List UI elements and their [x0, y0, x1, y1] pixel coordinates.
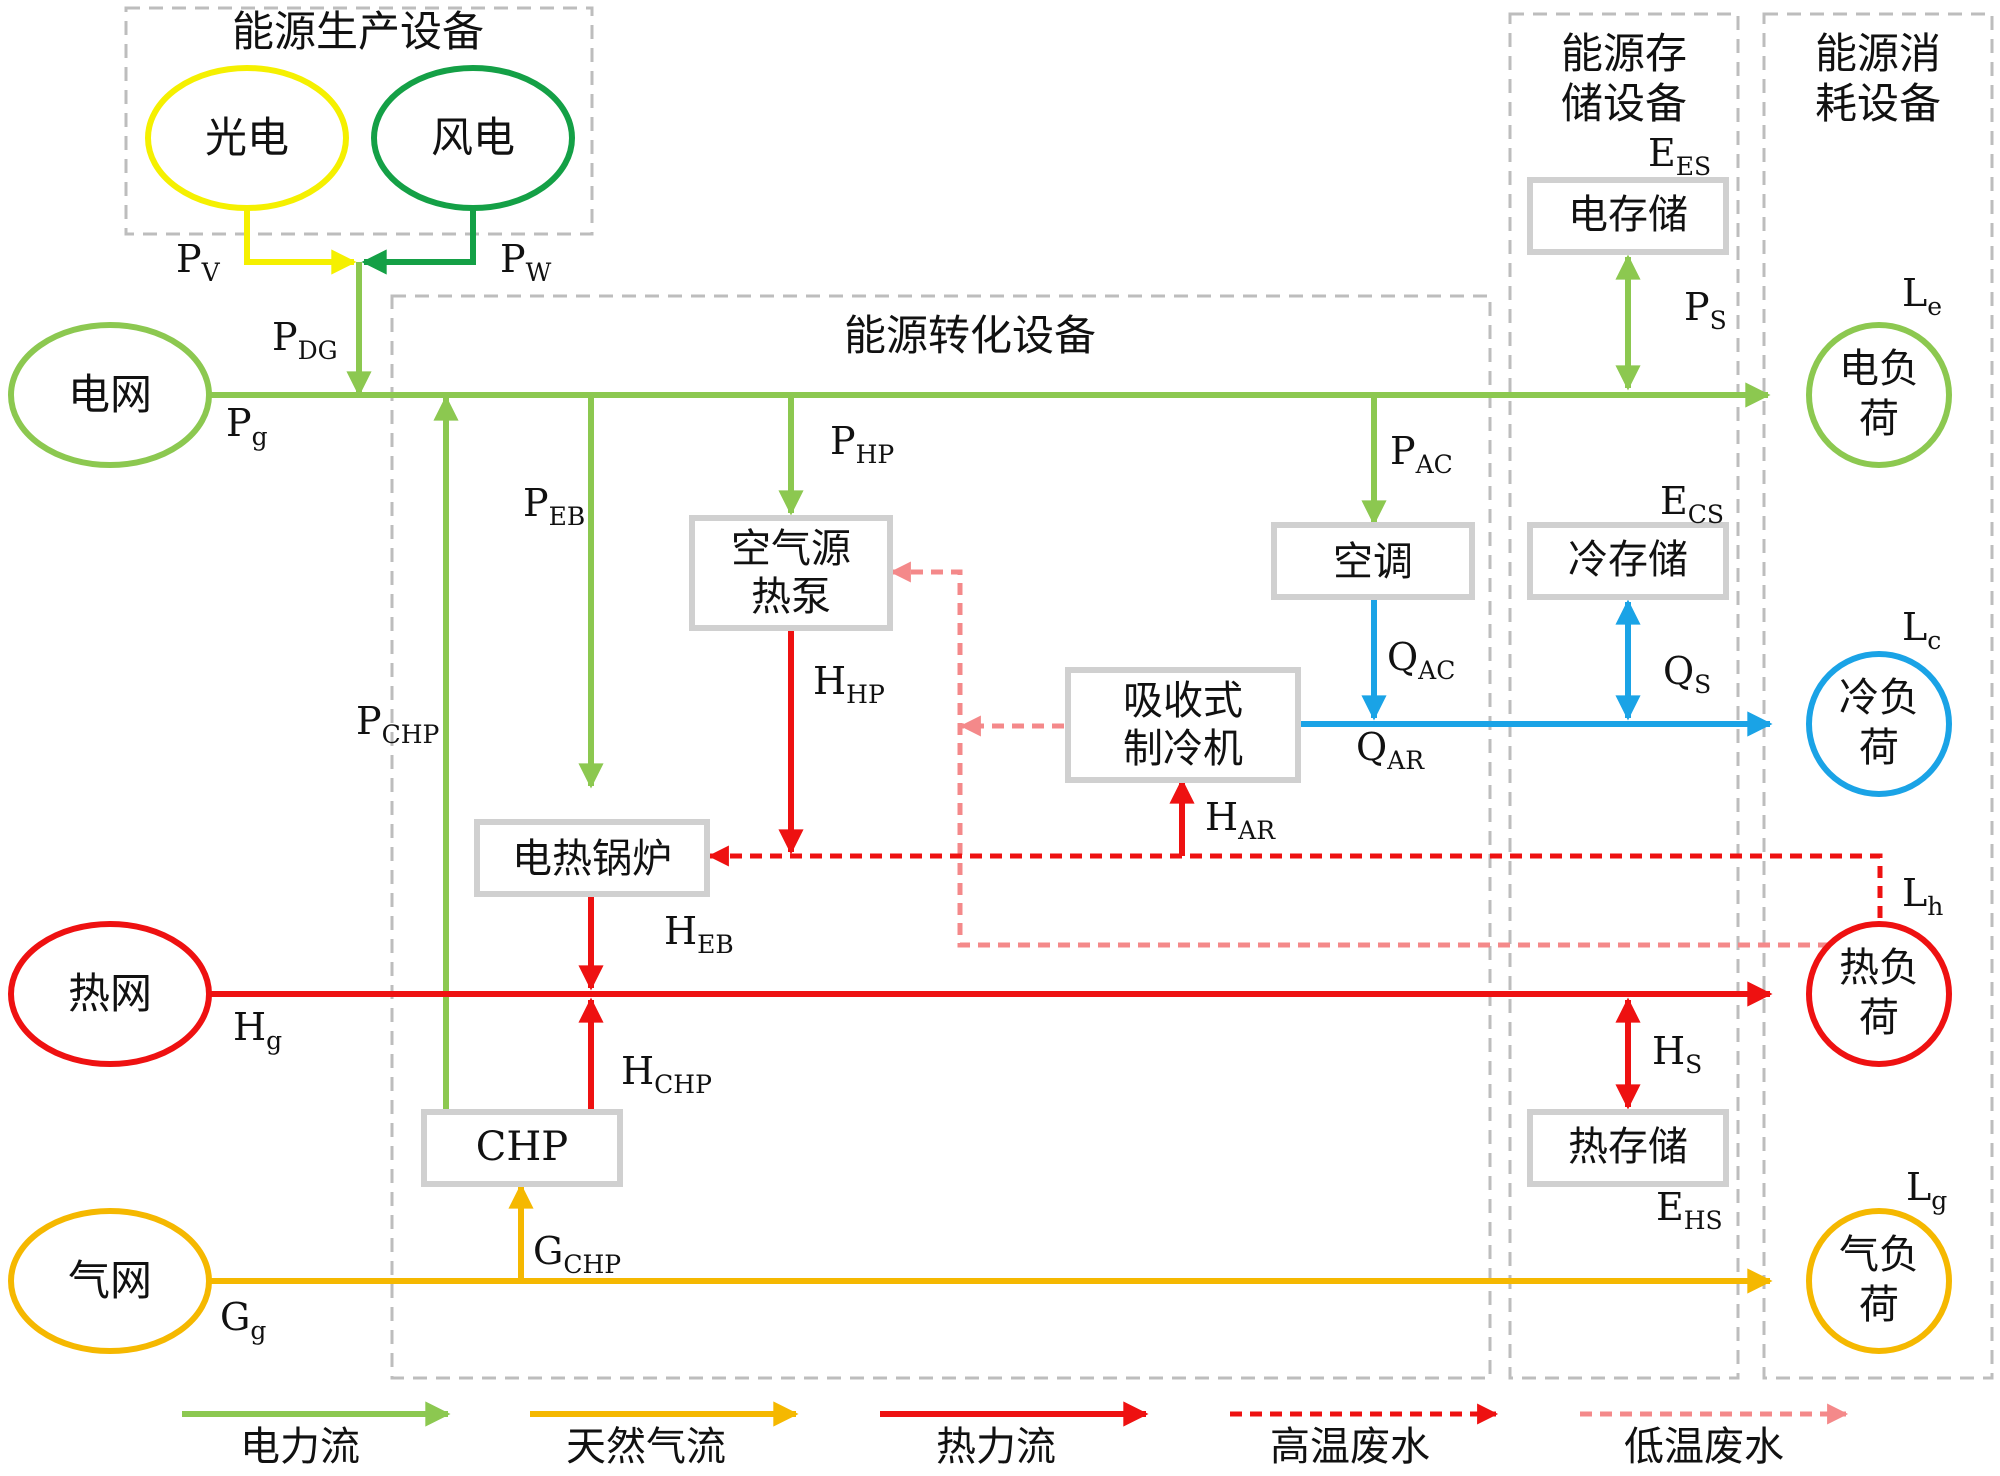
production-group-border	[124, 6, 594, 236]
flow-label-pw: PW	[500, 237, 552, 287]
flow-label-qs: QS	[1663, 649, 1711, 699]
flow-label-pdg: PDG	[272, 315, 338, 365]
gas-load-label-line1: 气负	[1839, 1232, 1919, 1278]
legend-heat-label: 热力流	[936, 1424, 1056, 1470]
wind-flow-arrow	[361, 208, 476, 275]
cold-load-label-line2: 荷	[1859, 725, 1899, 771]
gas-grid-node	[8, 1208, 212, 1354]
absorption-chiller-label-line1: 吸收式	[1123, 678, 1243, 724]
air-conditioner-label: 空调	[1333, 539, 1413, 585]
gas-grid-label: 气网	[68, 1256, 152, 1305]
flow-label-pchp: PCHP	[356, 699, 439, 749]
flow-label-hg: Hg	[233, 1005, 282, 1055]
heat-pump-label-line1: 空气源	[731, 526, 851, 572]
heat-storage-label: 热存储	[1568, 1124, 1688, 1170]
cold-load-node	[1806, 651, 1952, 797]
flow-label-gg: Gg	[220, 1295, 266, 1345]
flow-label-qar: QAR	[1356, 725, 1425, 775]
gas-load-label-line2: 荷	[1859, 1282, 1899, 1328]
flow-label-pv: PV	[176, 237, 221, 287]
power-grid-node	[8, 322, 212, 468]
flow-label-peb: PEB	[523, 481, 585, 531]
heat-pump-label-line2: 热泵	[751, 574, 831, 620]
heat-load-node	[1806, 921, 1952, 1067]
storage-group-border	[1508, 12, 1740, 1380]
consumption-group-border	[1762, 12, 1994, 1380]
legend-high-temp-water-label: 高温废水	[1270, 1424, 1430, 1470]
flow-label-heb: HEB	[664, 909, 734, 959]
heat-storage-box	[1527, 1109, 1729, 1187]
cold-storage-box	[1527, 522, 1729, 600]
legend: 电力流 天然气流 热力流 高温废水 低温废水	[182, 1401, 1849, 1470]
flow-label-pg: Pg	[226, 401, 268, 451]
flow-label-qac: QAC	[1387, 635, 1455, 685]
heat-load-label-line1: 热负	[1839, 945, 1919, 991]
gas-load-node	[1806, 1208, 1952, 1354]
air-conditioner-box	[1271, 522, 1475, 600]
flow-label-har: HAR	[1205, 795, 1276, 845]
electric-boiler-box	[474, 819, 710, 897]
flow-label-gchp: GCHP	[533, 1229, 621, 1279]
heat-grid-node	[8, 921, 212, 1067]
power-grid-label: 电网	[68, 370, 152, 419]
consumption-group-title-line2: 耗设备	[1815, 79, 1941, 128]
chp-box	[421, 1109, 623, 1187]
flow-label-ees: EES	[1648, 131, 1711, 181]
flow-label-ecs: ECS	[1660, 479, 1724, 529]
chp-label: CHP	[476, 1124, 568, 1170]
wind-label: 风电	[431, 113, 515, 162]
absorption-chiller-box	[1065, 667, 1301, 783]
electric-storage-label: 电存储	[1568, 192, 1688, 238]
electric-storage-box	[1527, 177, 1729, 255]
flow-label-lc: Lc	[1902, 605, 1941, 655]
flow-label-ps: PS	[1684, 285, 1727, 335]
conversion-group-title: 能源转化设备	[844, 311, 1096, 360]
conversion-group-border	[390, 294, 1492, 1380]
electric-load-node	[1806, 322, 1952, 468]
high-temp-water-to-boiler	[707, 845, 1883, 918]
storage-group-title-line1: 能源存	[1561, 29, 1687, 78]
heat-pump-box	[689, 515, 893, 631]
pv-label: 光电	[205, 113, 289, 162]
flow-label-hchp: HCHP	[621, 1049, 712, 1099]
flow-label-lh: Lh	[1902, 871, 1943, 921]
electric-load-label-line1: 电负	[1839, 346, 1919, 392]
cold-load-label-line1: 冷负	[1839, 675, 1919, 721]
flow-label-le: Le	[1902, 271, 1942, 321]
absorption-chiller-label-line2: 制冷机	[1123, 726, 1243, 772]
flow-label-hs: HS	[1652, 1029, 1702, 1079]
electric-load-label-line2: 荷	[1859, 396, 1899, 442]
production-group-title: 能源生产设备	[232, 7, 484, 56]
electric-boiler-label: 电热锅炉	[512, 836, 672, 882]
legend-electric-label: 电力流	[240, 1424, 360, 1470]
heat-grid-label: 热网	[68, 969, 152, 1018]
heat-load-label-line2: 荷	[1859, 995, 1899, 1041]
legend-gas-label: 天然气流	[566, 1424, 726, 1470]
flow-label-hhp: HHP	[813, 659, 885, 709]
legend-low-temp-water-label: 低温废水	[1624, 1424, 1784, 1470]
consumption-group-title-line1: 能源消	[1815, 29, 1941, 78]
flow-label-php: PHP	[830, 419, 894, 469]
flow-label-pac: PAC	[1390, 429, 1453, 479]
pv-flow-arrow	[244, 208, 357, 275]
flow-label-lg: Lg	[1906, 1165, 1947, 1215]
cold-storage-label: 冷存储	[1568, 537, 1688, 583]
storage-group-title-line2: 储设备	[1561, 79, 1687, 128]
flow-label-ehs: EHS	[1656, 1185, 1723, 1235]
